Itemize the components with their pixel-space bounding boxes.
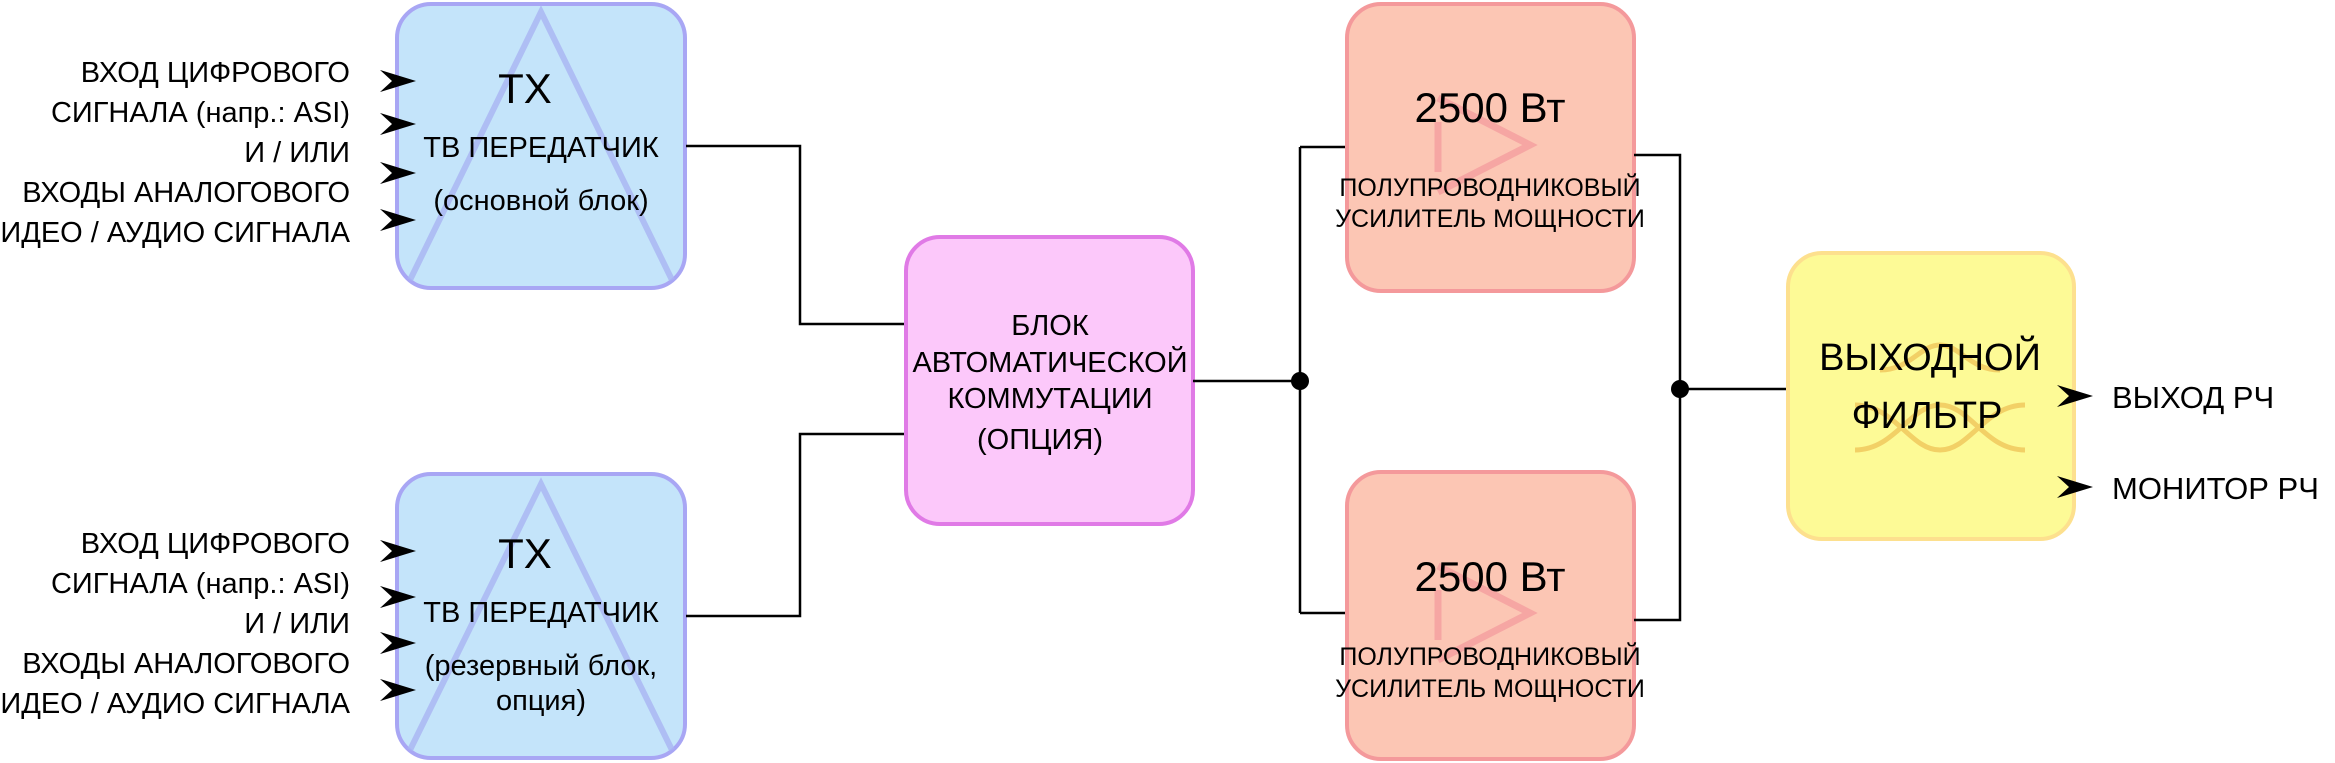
switch-label-line: БЛОК [1011,310,1089,342]
amplifier-bottom-box [1345,470,1636,761]
bandpass-filter-icon [1879,342,2001,373]
tx-main-input-label: И / ИЛИ [244,137,350,169]
amplifier-icon [1436,562,1538,664]
transmitter-reserve-inputs: ВХОД ЦИФРОВОГО СИГНАЛА (напр.: ASI) И / … [0,528,416,720]
transmitter-reserve-block: TX ТВ ПЕРЕДАТЧИК (резервный блок, опция) [395,472,687,760]
switch-label-line: (ОПЦИЯ) [977,424,1103,456]
transmitter-main-block: TX ТВ ПЕРЕДАТЧИК (основной блок) [395,2,687,290]
switch-label-line: КОММУТАЦИИ [947,383,1152,415]
transmitter-reserve-note: (резервный блок, [425,650,657,682]
rf-monitor-label: МОНИТОР РЧ [2112,471,2319,506]
combiner-node [1671,380,1689,398]
tx-main-input-label: ВХОДЫ АНАЛОГОВОГО [22,177,350,209]
arrowhead-icon [380,540,416,562]
transmitter-main-subtitle: ТВ ПЕРЕДАТЧИК [423,132,659,164]
tx-reserve-input-label: ВХОДЫ АНАЛОГОВОГО [22,648,350,680]
switch-box [904,235,1195,526]
transmitter-main-inputs: ВХОД ЦИФРОВОГО СИГНАЛА (напр.: ASI) И / … [0,57,416,249]
amplifier-bottom-label: ПОЛУПРОВОДНИКОВЫЙ [1339,641,1640,671]
rf-output-label: ВЫХОД РЧ [2112,380,2274,415]
amplifier-icon [1436,94,1538,196]
arrowhead-icon [380,632,416,654]
transmitter-reserve-box [395,472,687,760]
amplifier-top-label: ПОЛУПРОВОДНИКОВЫЙ [1339,172,1640,202]
amplifier-bottom-power: 2500 Вт [1415,553,1566,600]
arrowhead-icon [380,679,416,701]
transmitter-reserve-subtitle: ТВ ПЕРЕДАТЧИК [423,597,659,629]
amplifier-top-box [1345,2,1636,293]
switch-block: БЛОК АВТОМАТИЧЕСКОЙ КОММУТАЦИИ (ОПЦИЯ) [904,235,1195,526]
tx-reserve-input-label: И / ИЛИ [244,608,350,640]
transmitter-main-box [395,2,687,290]
arrowhead-icon [380,586,416,608]
arrowhead-icon [2057,476,2093,498]
transmitter-main-note: (основной блок) [433,185,648,217]
arrowhead-icon [2057,385,2093,407]
tx-main-input-label: СИГНАЛА (напр.: ASI) [51,97,350,129]
transmitter-main-title: TX [498,65,552,112]
tx-reserve-input-label: СИГНАЛА (напр.: ASI) [51,568,350,600]
bandpass-filter-icon [1854,402,2026,453]
arrowhead-icon [380,113,416,135]
wire-tx-main-to-switch [686,144,906,326]
tx-reserve-input-label: ВИДЕО / АУДИО СИГНАЛА [0,688,351,720]
tx-reserve-input-label: ВХОД ЦИФРОВОГО [81,528,350,560]
transmitter-reserve-title: TX [498,530,552,577]
transmitter-reserve-note: опция) [496,685,586,717]
arrowhead-icon [380,162,416,184]
arrowhead-icon [380,70,416,92]
amplifier-top-block: 2500 Вт ПОЛУПРОВОДНИКОВЫЙ УСИЛИТЕЛЬ МОЩН… [1335,2,1645,293]
switch-label-line: АВТОМАТИЧЕСКОЙ [912,345,1187,379]
arrowhead-icon [380,209,416,231]
splitter-node [1291,372,1309,390]
wire-tx-reserve-to-switch [686,432,906,618]
output-filter-label: ВЫХОДНОЙ [1819,334,2041,379]
outputs: ВЫХОД РЧ МОНИТОР РЧ [2057,380,2319,506]
amplifier-top-power: 2500 Вт [1415,84,1566,131]
bandpass-filter-icon [1854,402,2026,453]
output-filter-block: ВЫХОДНОЙ ФИЛЬТР [1786,251,2076,541]
triangle-icon [407,477,675,752]
triangle-icon [407,5,675,282]
tx-main-input-label: ВХОД ЦИФРОВОГО [81,57,350,89]
amplifier-bottom-block: 2500 Вт ПОЛУПРОВОДНИКОВЫЙ УСИЛИТЕЛЬ МОЩН… [1335,470,1645,761]
output-filter-label: ФИЛЬТР [1852,395,2003,437]
amplifier-bottom-label: УСИЛИТЕЛЬ МОЩНОСТИ [1335,675,1645,703]
amplifier-top-label: УСИЛИТЕЛЬ МОЩНОСТИ [1335,205,1645,233]
tx-main-input-label: ВИДЕО / АУДИО СИГНАЛА [0,217,351,249]
